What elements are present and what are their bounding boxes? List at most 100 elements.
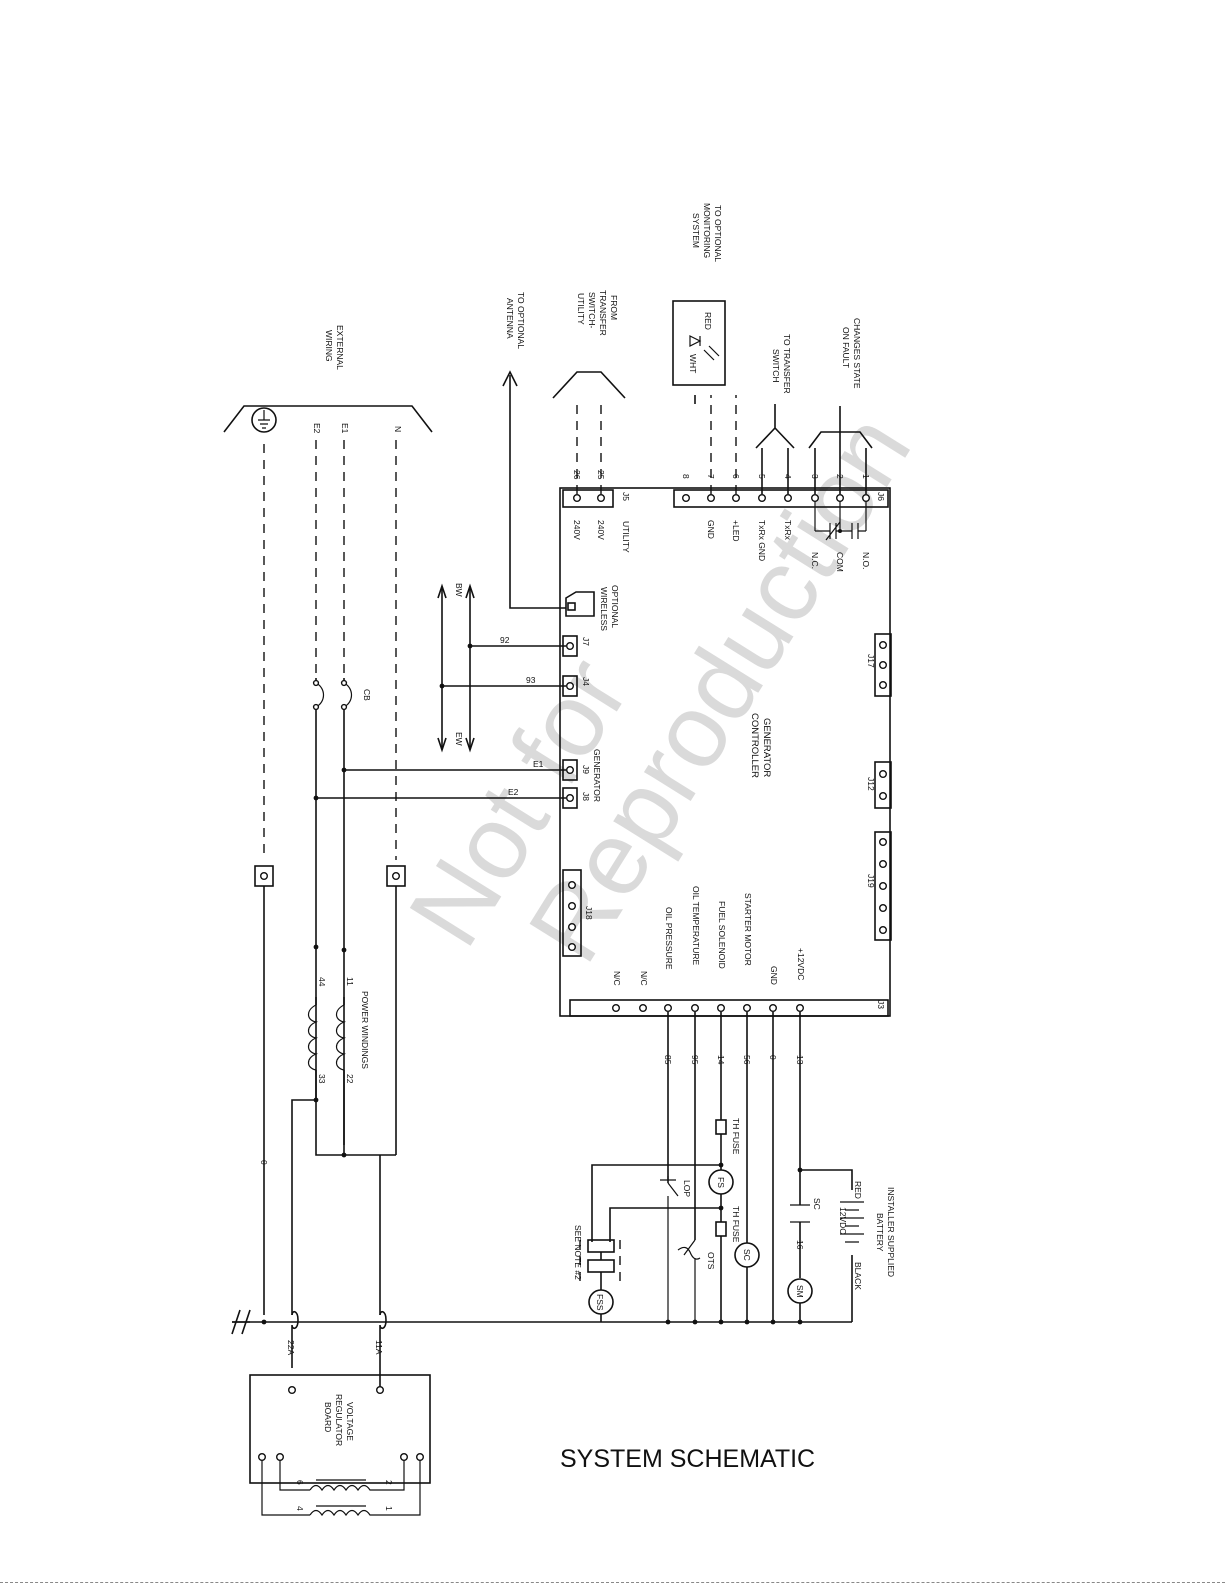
utility-source-line-4: UTILITY <box>576 293 586 325</box>
led-symbol <box>689 335 720 361</box>
bus-arrows <box>437 583 475 753</box>
j17-label: J17 <box>866 654 876 668</box>
battery-line-2: BATTERY <box>875 1213 885 1252</box>
j12-housing <box>874 761 892 809</box>
fss-dashed-enclosure <box>579 1240 621 1285</box>
j3-gnd-label: GND <box>769 966 779 985</box>
j6-led-label: +LED <box>731 520 741 542</box>
winding-core-lines <box>316 1479 366 1507</box>
j6-gnd-label: GND <box>706 520 716 539</box>
fault-line-2: ON FAULT <box>841 327 851 368</box>
sc-contact-label: SC <box>812 1198 822 1210</box>
regulator-pin-2: 2 <box>384 1480 394 1485</box>
breaker-symbol <box>315 682 353 708</box>
controller-name-line-1: GENERATOR <box>761 718 772 777</box>
utility-feed: FROM TRANSFER SWITCH- UTILITY <box>552 290 626 494</box>
j6-nc-label: N.C. <box>810 552 820 569</box>
monitoring-line-2: MONITORING <box>702 203 712 258</box>
see-note-label: SEE NOTE #2 <box>573 1225 583 1280</box>
external-e1: E1 <box>340 423 350 434</box>
starter-motor-label: SM <box>795 1285 805 1298</box>
power-windings: 44 11 33 22 POWER WINDINGS 22A 11A <box>286 944 396 1390</box>
j8-label: J8 <box>581 792 591 801</box>
wire-22a: 22A <box>286 1340 296 1355</box>
fault-bracket <box>808 406 873 494</box>
transfer-switch-line-1: TO TRANSFER <box>782 334 792 394</box>
ground-icon <box>258 410 270 429</box>
wire-0-ground: 0 <box>259 1160 269 1165</box>
battery-icon <box>840 1201 864 1243</box>
fss-label: FSS <box>595 1294 605 1311</box>
bus-ew-label: EW <box>454 732 464 746</box>
transfer-switch-bracket <box>755 404 795 494</box>
th-fuse-2 <box>715 1221 727 1237</box>
regulator-pin-4: 4 <box>295 1506 305 1511</box>
ground-bus <box>231 1309 852 1335</box>
transfer-switch-link: TO TRANSFER SWITCH CHANGES STATE ON FAUL… <box>755 318 873 494</box>
j3-fuel-label: FUEL SOLENOID <box>717 901 727 969</box>
ground-symbol-circle <box>251 407 277 433</box>
utility-source-line-1: FROM <box>609 295 619 320</box>
utility-source-line-3: SWITCH- <box>587 292 597 329</box>
monitoring-line-3: SYSTEM <box>691 213 701 248</box>
regulator-feed-hops <box>291 1310 387 1390</box>
page-bottom-rule <box>0 1582 1225 1583</box>
lop-switch-icon <box>660 1176 679 1322</box>
excitation-winding-icon <box>309 1484 374 1517</box>
antenna-line-2: ANTENNA <box>505 298 515 339</box>
j19-housing <box>874 831 892 941</box>
j18-housing <box>562 869 582 957</box>
antenna-line-1: TO OPTIONAL <box>516 292 526 349</box>
connector-j18: J18 <box>562 869 594 957</box>
led-wht-label: WHT <box>688 354 698 373</box>
bus-bw-label: BW <box>454 583 464 597</box>
antenna-lead <box>509 375 566 609</box>
generator-sense-wires <box>316 769 566 799</box>
ots-label: OTS <box>706 1252 716 1270</box>
external-wiring: EXTERNAL WIRING E2 E1 N CB 0 <box>223 325 433 1315</box>
regulator-pin-1: 1 <box>384 1506 394 1511</box>
j3-wire-runs <box>667 1012 801 1322</box>
j6-txrx-gnd-label: TxRx GND <box>757 520 767 561</box>
th-fuse-1-label: TH FUSE <box>731 1118 741 1155</box>
utility-source-line-2: TRANSFER <box>598 290 608 336</box>
antenna-arrow <box>502 370 518 387</box>
wire-92: 92 <box>500 635 510 645</box>
th-fuse-1 <box>715 1119 727 1135</box>
j6-pin-8: 8 <box>681 474 691 479</box>
j12-label: J12 <box>866 777 876 791</box>
j5-utility-label: UTILITY <box>621 521 631 553</box>
j3-oilpress-label: OIL PRESSURE <box>664 907 674 970</box>
j3-12vdc-label: +12VDC <box>796 948 806 980</box>
breaker-label: CB <box>362 689 372 701</box>
external-bracket <box>223 405 433 433</box>
winding-11-22 <box>335 1004 347 1071</box>
generator-label: GENERATOR <box>592 749 602 802</box>
excitation-leads <box>261 1460 421 1516</box>
fss-coil-2 <box>587 1259 615 1273</box>
j3-nc-1: N/C <box>639 971 649 986</box>
led-dashed-wires <box>710 395 737 494</box>
j17-housing <box>874 633 892 697</box>
monitoring-led: RED WHT TO OPTIONAL MONITORING SYSTEM <box>672 203 737 494</box>
sc-contact-icon <box>790 1204 810 1223</box>
battery-red-label: RED <box>853 1181 863 1199</box>
j5-240v-1: 240V <box>572 520 582 540</box>
voltage-regulator-board: VOLTAGE REGULATOR BOARD 6 2 4 1 <box>249 1374 431 1517</box>
wireless-module <box>565 591 595 617</box>
winding-33: 33 <box>317 1074 327 1084</box>
power-windings-label: POWER WINDINGS <box>360 991 370 1069</box>
chassis-ground-icon <box>231 1309 251 1335</box>
engine-circuits: INSTALLER SUPPLIED BATTERY 12VDC RED BLA… <box>573 1012 896 1325</box>
ots-switch-icon <box>677 1239 701 1322</box>
wireless-line-1: OPTIONAL <box>610 585 620 628</box>
winding-44-33 <box>307 1004 319 1071</box>
led-box <box>672 300 726 386</box>
connectors-j7-j4: J7 J4 92 93 BW EW <box>437 583 591 753</box>
th-fuse-2-branch <box>609 1207 722 1322</box>
starter-contactor-label: SC <box>742 1249 752 1261</box>
j9-label: J9 <box>581 765 591 774</box>
battery-black-label: BLACK <box>853 1262 863 1290</box>
